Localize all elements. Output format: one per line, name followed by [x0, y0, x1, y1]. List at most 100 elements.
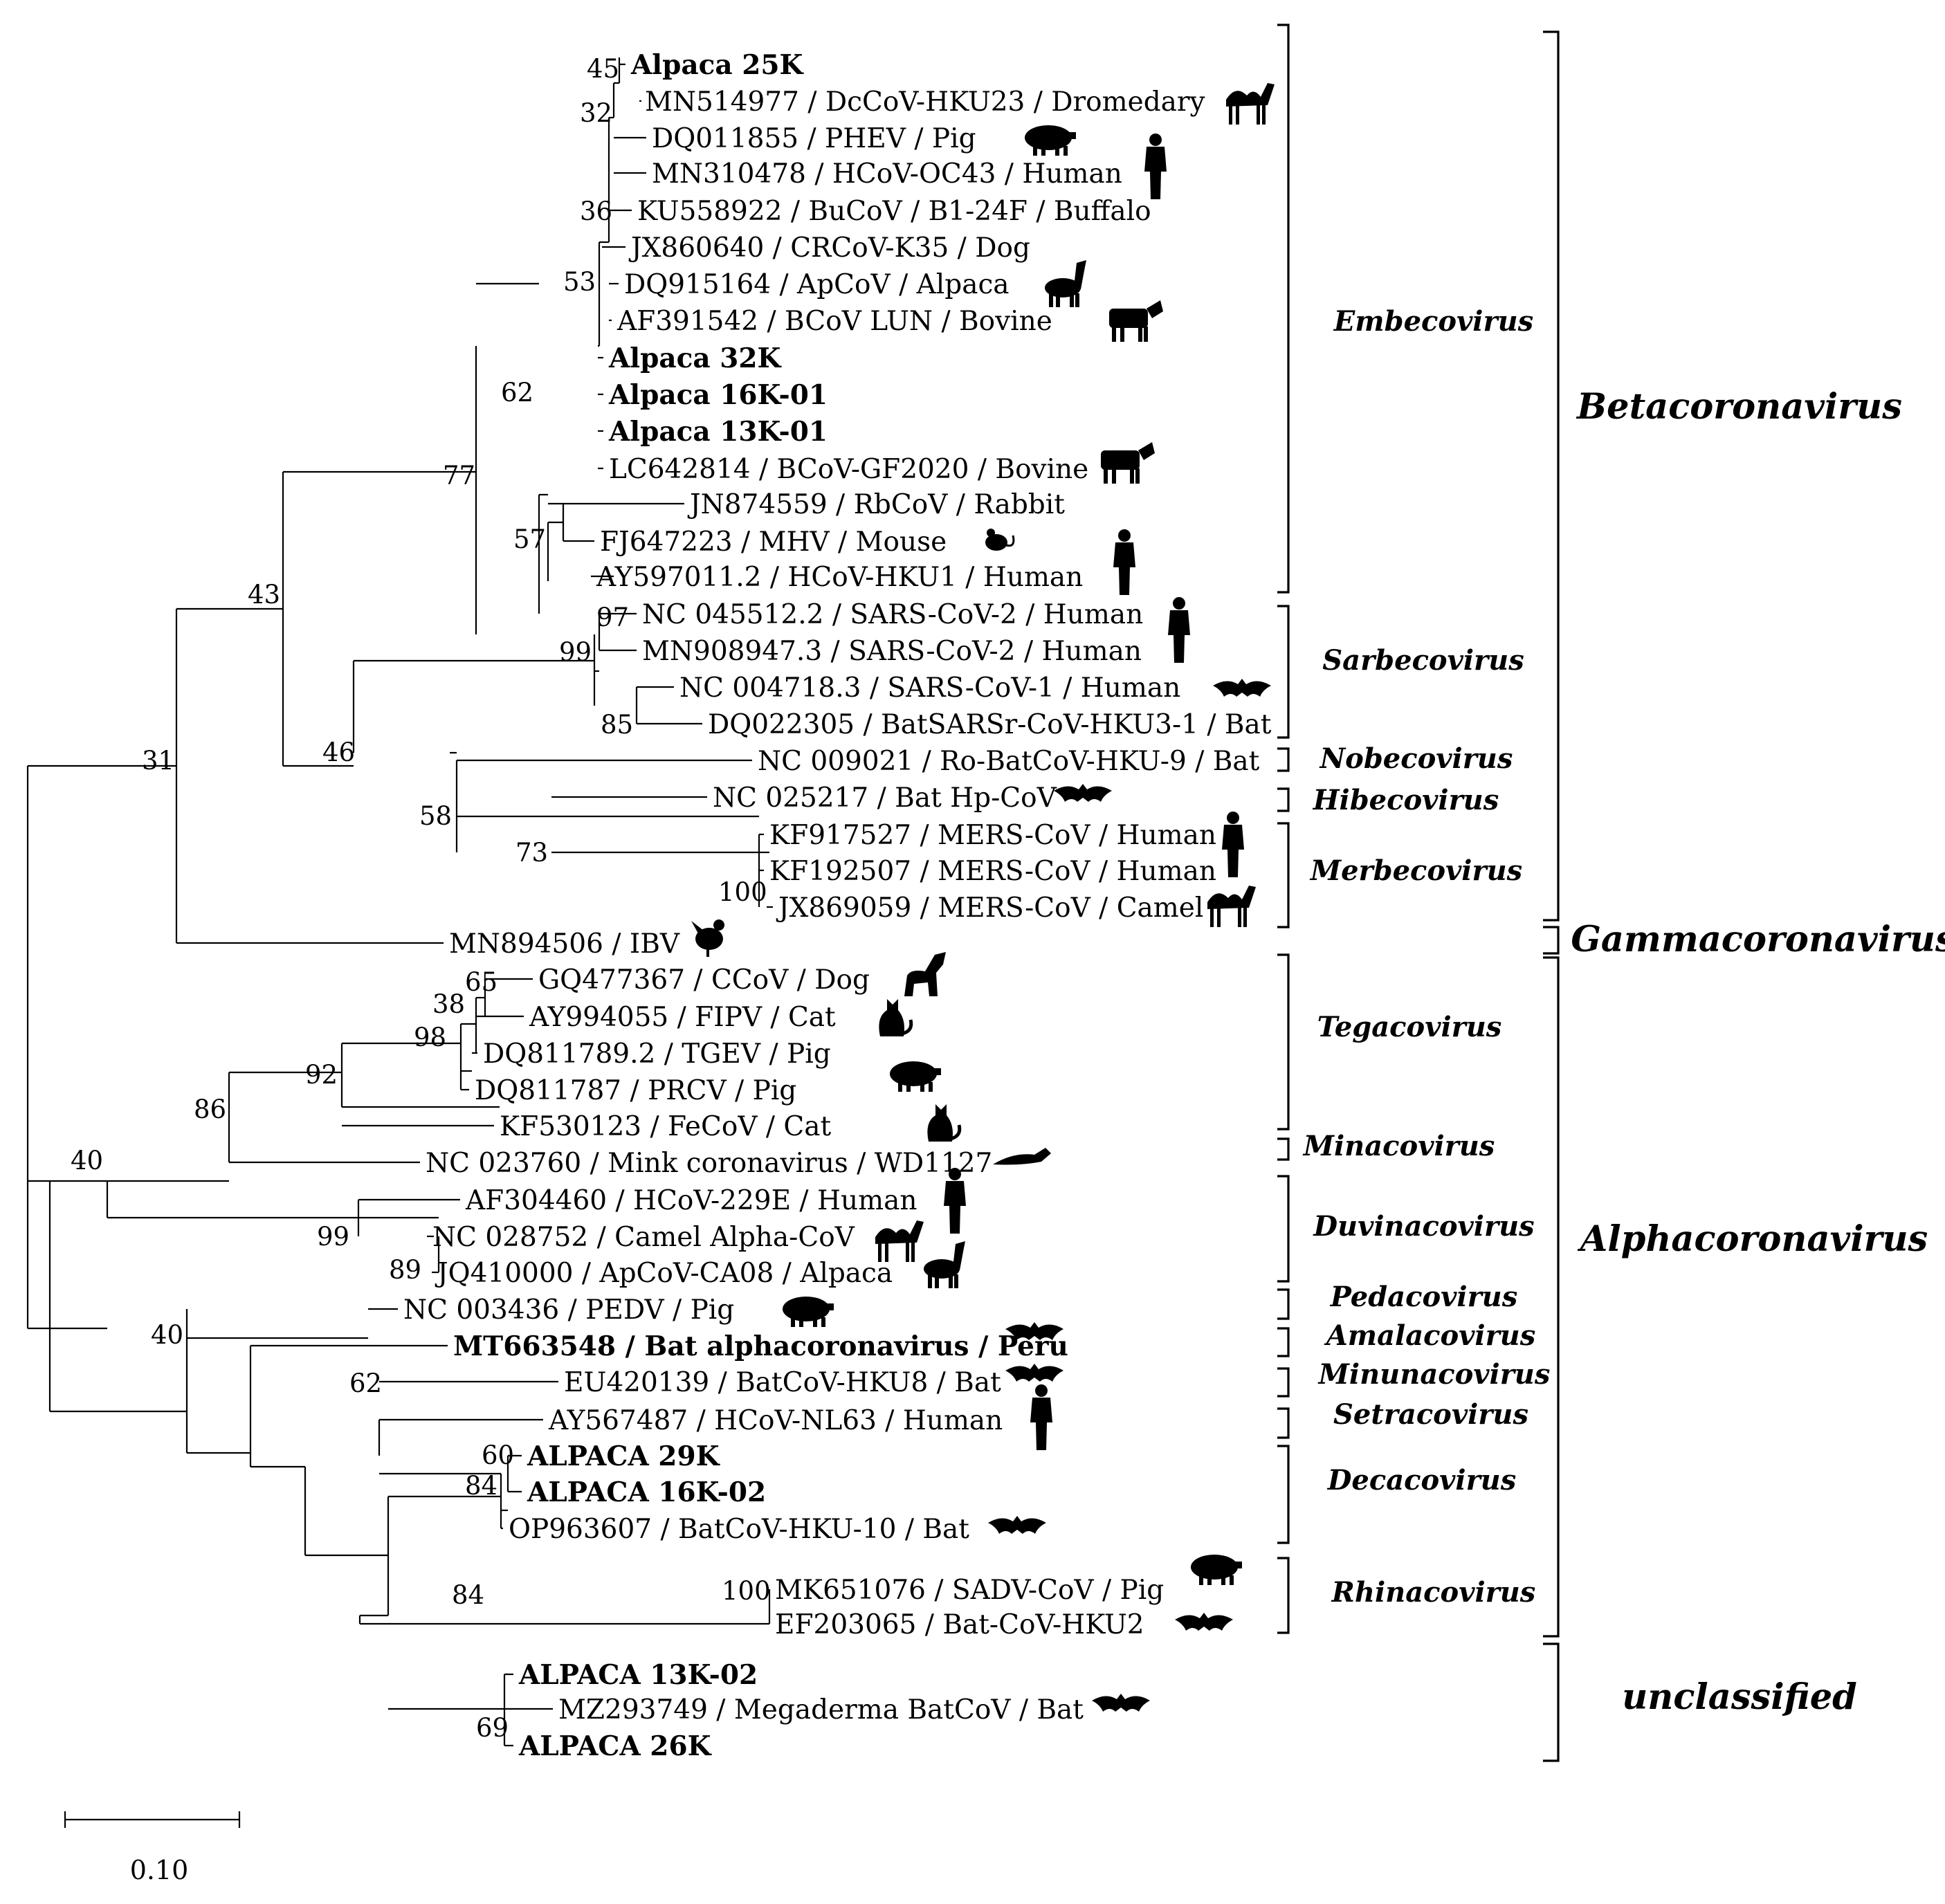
- bootstrap-value: 38: [432, 989, 465, 1019]
- leaf-label-eu420139-batcov-hku8-bat: EU420139 / BatCoV-HKU8 / Bat: [564, 1367, 1001, 1398]
- subgenus-bracket: [1277, 953, 1290, 1130]
- bootstrap-value: 69: [476, 1713, 509, 1743]
- bootstrap-value: 86: [194, 1095, 226, 1124]
- bootstrap-value: 62: [349, 1368, 382, 1398]
- subgenus-bracket: [1277, 1137, 1290, 1161]
- bootstrap-value: 99: [317, 1222, 349, 1252]
- genus-bracket: [1543, 30, 1560, 922]
- leaf-label-alpaca-29k: ALPACA 29K: [527, 1440, 721, 1472]
- subgenus-bracket: [1277, 747, 1290, 772]
- leaf-label-nc-045512-2-sars-cov-2-human: NC 045512.2 / SARS-CoV-2 / Human: [642, 599, 1143, 630]
- bootstrap-value: 89: [389, 1255, 421, 1285]
- leaf-label-alpaca-13k-01: Alpaca 13K-01: [608, 416, 828, 448]
- bootstrap-value: 98: [414, 1023, 446, 1052]
- alpaca-icon: [1045, 260, 1086, 307]
- leaf-label-ku558922-bucov-b1-24f-buffalo: KU558922 / BuCoV / B1-24F / Buffalo: [637, 196, 1151, 227]
- leaf-label-ef203065-bat-cov-hku2: EF203065 / Bat-CoV-HKU2: [775, 1609, 1144, 1640]
- bat-icon: [1092, 1694, 1150, 1712]
- bootstrap-value: 84: [452, 1580, 484, 1610]
- leaf-label-dq915164-apcov-alpaca: DQ915164 / ApCoV / Alpaca: [624, 269, 1010, 300]
- subgenus-bracket: [1277, 1327, 1290, 1357]
- chicken-icon: [691, 919, 724, 957]
- bat-icon: [1054, 784, 1112, 802]
- bat-icon: [1213, 679, 1271, 697]
- scale-bar: [64, 1811, 241, 1828]
- cow-icon: [1109, 300, 1163, 342]
- subgenus-bracket: [1277, 24, 1290, 594]
- leaf-label-mn908947-3-sars-cov-2-human: MN908947.3 / SARS-CoV-2 / Human: [642, 636, 1142, 667]
- bootstrap-value: 53: [563, 267, 596, 297]
- bootstrap-value: 100: [718, 877, 767, 907]
- mink-icon: [993, 1148, 1051, 1165]
- pig-icon: [783, 1297, 834, 1327]
- genus-label: Gammacoronavirus: [1571, 919, 1945, 960]
- leaf-label-alpaca-32k: Alpaca 32K: [608, 342, 782, 374]
- bootstrap-value: 100: [722, 1576, 771, 1606]
- leaf-label-mn310478-hcov-oc43-human: MN310478 / HCoV-OC43 / Human: [652, 158, 1122, 190]
- subgenus-label: Embecovirus: [1333, 305, 1533, 338]
- subgenus-label: Sarbecovirus: [1322, 644, 1524, 677]
- bootstrap-value: 73: [515, 838, 548, 868]
- leaf-label-jx869059-mers-cov-camel: JX869059 / MERS-CoV / Camel: [776, 892, 1203, 924]
- bootstrap-value: 32: [580, 98, 612, 128]
- subgenus-bracket: [1277, 1407, 1290, 1439]
- leaf-label-nc-028752-camel-alpha-cov: NC 028752 / Camel Alpha-CoV: [432, 1222, 855, 1253]
- bat-icon: [1175, 1613, 1233, 1631]
- subgenus-bracket: [1277, 1175, 1290, 1283]
- leaf-label-dq811789-2-tgev-pig: DQ811789.2 / TGEV / Pig: [483, 1038, 831, 1070]
- leaf-label-lc642814-bcov-gf2020-bovine: LC642814 / BCoV-GF2020 / Bovine: [609, 454, 1088, 485]
- leaf-label-alpaca-25k: Alpaca 25K: [630, 49, 804, 81]
- bootstrap-value: 97: [596, 603, 629, 632]
- human-icon: [1222, 812, 1244, 877]
- bootstrap-value: 85: [601, 710, 633, 740]
- bat-icon: [988, 1516, 1046, 1534]
- subgenus-label: Pedacovirus: [1330, 1281, 1518, 1313]
- leaf-label-op963607-batcov-hku-10-bat: OP963607 / BatCoV-HKU-10 / Bat: [509, 1514, 969, 1545]
- genus-label: Alphacoronavirus: [1578, 1218, 1928, 1260]
- leaf-label-mn894506-ibv: MN894506 / IBV: [449, 928, 680, 960]
- camel-icon: [1226, 83, 1275, 125]
- leaf-label-dq011855-phev-pig: DQ011855 / PHEV / Pig: [652, 123, 976, 154]
- bootstrap-value: 45: [587, 54, 619, 84]
- leaf-label-mz293749-megaderma-batcov-bat: MZ293749 / Megaderma BatCoV / Bat: [558, 1694, 1084, 1726]
- subgenus-label: Duvinacovirus: [1313, 1210, 1534, 1243]
- leaf-label-jq410000-apcov-ca08-alpaca: JQ410000 / ApCoV-CA08 / Alpaca: [435, 1258, 893, 1289]
- leaf-label-alpaca-16k-02: ALPACA 16K-02: [527, 1476, 766, 1508]
- leaf-label-mt663548-bat-alphacoronavirus-peru: MT663548 / Bat alphacoronavirus / Peru: [453, 1330, 1068, 1362]
- bootstrap-value: 43: [248, 580, 280, 610]
- leaf-label-alpaca-13k-02: ALPACA 13K-02: [518, 1659, 758, 1691]
- leaf-label-ay567487-hcov-nl63-human: AY567487 / HCoV-NL63 / Human: [548, 1405, 1003, 1436]
- leaf-label-af304460-hcov-229e-human: AF304460 / HCoV-229E / Human: [465, 1185, 917, 1216]
- bootstrap-value: 40: [71, 1146, 103, 1175]
- leaf-label-kf530123-fecov-cat: KF530123 / FeCoV / Cat: [500, 1111, 832, 1142]
- leaf-label-kf917527-mers-cov-human: KF917527 / MERS-CoV / Human: [769, 820, 1216, 851]
- leaf-label-nc-004718-3-sars-cov-1-human: NC 004718.3 / SARS-CoV-1 / Human: [679, 672, 1180, 704]
- bootstrap-value: 31: [142, 746, 174, 776]
- subgenus-label: Amalacovirus: [1324, 1319, 1536, 1352]
- alpaca-icon: [924, 1241, 965, 1288]
- leaf-label-mk651076-sadv-cov-pig: MK651076 / SADV-CoV / Pig: [775, 1575, 1164, 1606]
- camel-icon: [875, 1220, 924, 1262]
- cat-icon: [927, 1104, 962, 1142]
- leaf-label-ay994055-fipv-cat: AY994055 / FIPV / Cat: [529, 1002, 836, 1033]
- leaf-label-fj647223-mhv-mouse: FJ647223 / MHV / Mouse: [600, 527, 947, 558]
- pig-icon: [890, 1061, 941, 1092]
- subgenus-label: Merbecovirus: [1309, 854, 1522, 887]
- leaf-label-jn874559-rbcov-rabbit: JN874559 / RbCoV / Rabbit: [687, 489, 1065, 520]
- subgenus-bracket: [1277, 1288, 1290, 1320]
- bootstrap-value: 99: [559, 637, 592, 667]
- bootstrap-value: 46: [322, 738, 355, 767]
- subgenus-label: Decacovirus: [1327, 1464, 1517, 1496]
- human-icon: [944, 1168, 966, 1234]
- subgenus-label: Hibecovirus: [1313, 784, 1499, 816]
- human-icon: [1030, 1384, 1052, 1450]
- human-icon: [1144, 134, 1167, 199]
- subgenus-label: Minunacovirus: [1317, 1358, 1551, 1391]
- leaf-label-nc-003436-pedv-pig: NC 003436 / PEDV / Pig: [403, 1294, 734, 1326]
- genus-bracket: [1543, 1642, 1560, 1762]
- subgenus-bracket: [1277, 605, 1290, 739]
- leaf-label-ay597011-2-hcov-hku1-human: AY597011.2 / HCoV-HKU1 / Human: [596, 562, 1083, 593]
- leaf-label-jx860640-crcov-k35-dog: JX860640 / CRCoV-K35 / Dog: [628, 232, 1030, 264]
- bootstrap-value: 57: [513, 524, 546, 554]
- leaf-label-nc-009021-ro-batcov-hku-9-bat: NC 009021 / Ro-BatCoV-HKU-9 / Bat: [758, 746, 1260, 777]
